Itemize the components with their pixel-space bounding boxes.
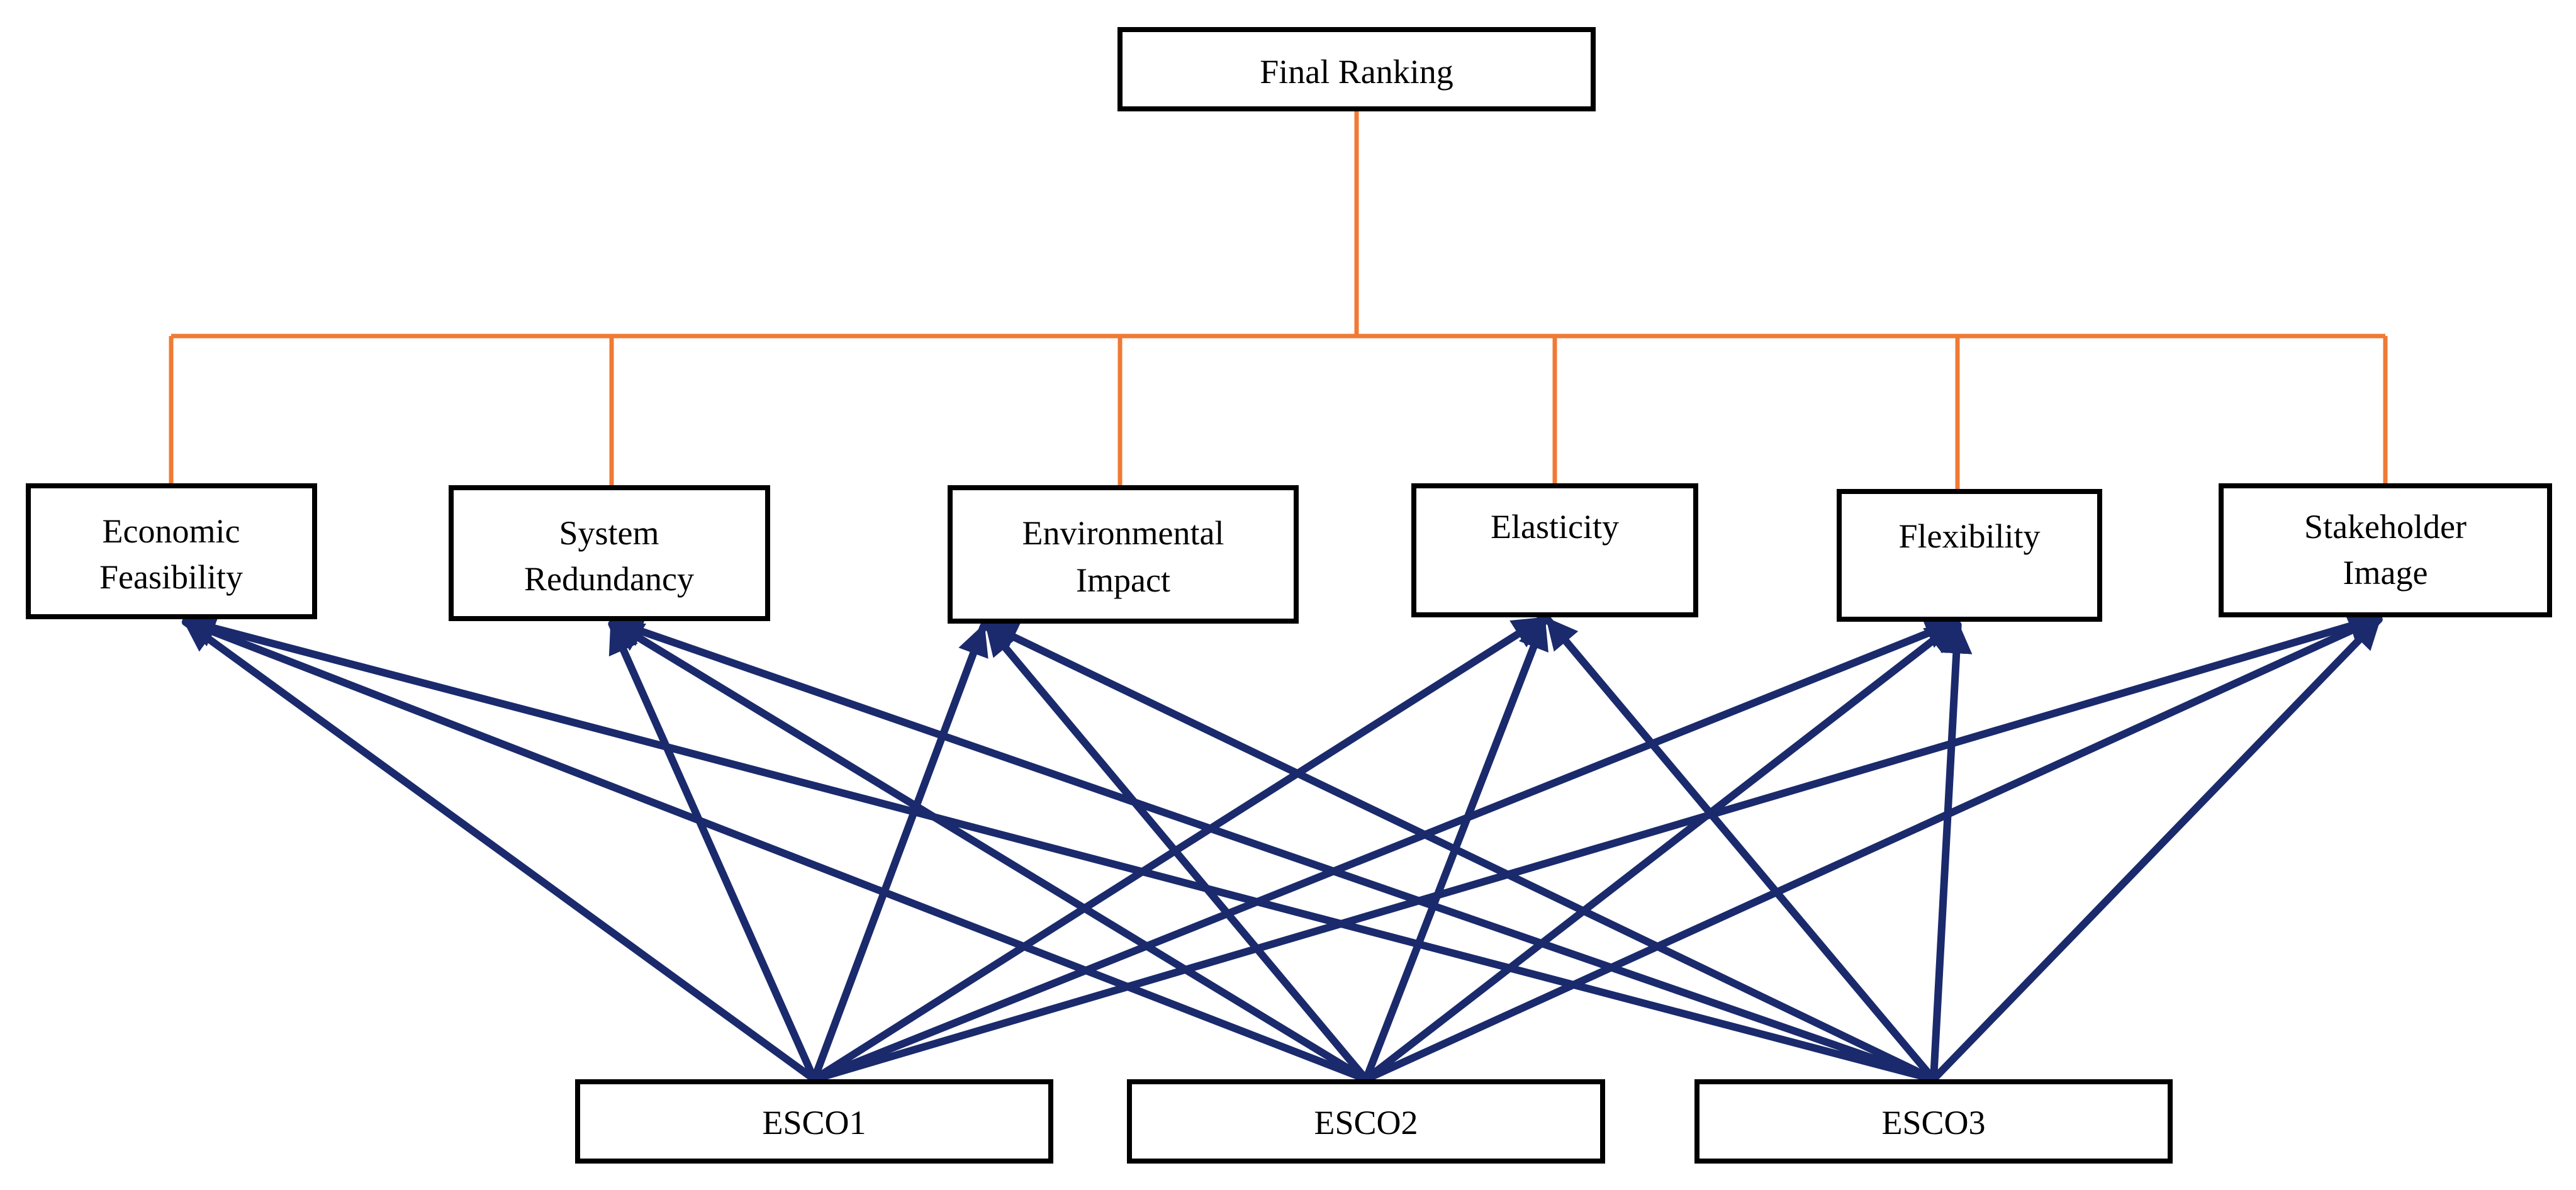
arrow-esco1-to-economic [181, 618, 818, 1083]
arrow-esco2-to-flexibility [1362, 619, 1959, 1083]
arrow-esco2-to-environmental [983, 622, 1370, 1083]
alternative-node-esco3-label: ESCO3 [1881, 1104, 1985, 1142]
arrow-esco2-to-stakeholder [1362, 614, 2382, 1083]
arrow-esco3-to-redundancy [610, 616, 1937, 1083]
alternative-node-esco1: ESCO1 [575, 1079, 1053, 1164]
arrow-esco1-to-environmental [810, 622, 988, 1083]
arrow-esco1-to-stakeholder [810, 610, 2382, 1083]
criterion-node-environmental-line-1: Environmental [1022, 514, 1224, 552]
root-node: Final Ranking [1117, 27, 1596, 111]
root-node-label: Final Ranking [1260, 53, 1453, 91]
criterion-node-flexibility: Flexibility [1837, 489, 2102, 622]
alternative-node-esco2-label: ESCO2 [1314, 1104, 1418, 1142]
criterion-node-flexibility-line-1: Flexibility [1898, 517, 2040, 555]
criterion-node-redundancy-line-1: System [559, 514, 659, 552]
arrow-esco2-to-redundancy [610, 619, 1370, 1083]
criterion-node-stakeholder: Stakeholder Image [2219, 483, 2552, 617]
arrow-esco2-to-economic [182, 617, 1370, 1083]
criterion-node-elasticity-line-1: Elasticity [1491, 508, 1619, 546]
arrow-esco3-to-elasticity [1543, 615, 1937, 1083]
arrow-esco3-to-environmental [984, 620, 1937, 1083]
criterion-node-elasticity: Elasticity [1411, 483, 1698, 617]
arrow-esco1-to-flexibility [810, 618, 1959, 1083]
criterion-node-stakeholder-line-1: Stakeholder [2304, 508, 2467, 546]
criterion-node-redundancy: System Redundancy [449, 485, 770, 621]
criterion-node-environmental-line-2: Impact [1076, 561, 1170, 599]
criterion-node-stakeholder-line-2: Image [2343, 554, 2428, 592]
arrow-esco1-to-redundancy [608, 620, 818, 1083]
arrow-esco3-to-stakeholder [1930, 615, 2383, 1083]
alternative-node-esco2: ESCO2 [1127, 1079, 1605, 1164]
arrow-esco3-to-economic [182, 612, 1937, 1083]
alternative-node-esco1-label: ESCO1 [762, 1104, 866, 1142]
criterion-node-redundancy-line-2: Redundancy [524, 560, 694, 598]
arrow-esco3-to-flexibility [1930, 620, 1973, 1083]
criterion-node-economic-line-2: Feasibility [99, 558, 243, 596]
alternative-node-esco3: ESCO3 [1694, 1079, 2173, 1164]
criterion-node-environmental: Environmental Impact [948, 485, 1299, 624]
criterion-node-economic-line-1: Economic [103, 512, 240, 550]
alternative-to-criterion-arrows [181, 610, 2383, 1083]
criterion-node-economic: Economic Feasibility [26, 483, 317, 619]
hierarchy-connectors [169, 109, 2388, 491]
